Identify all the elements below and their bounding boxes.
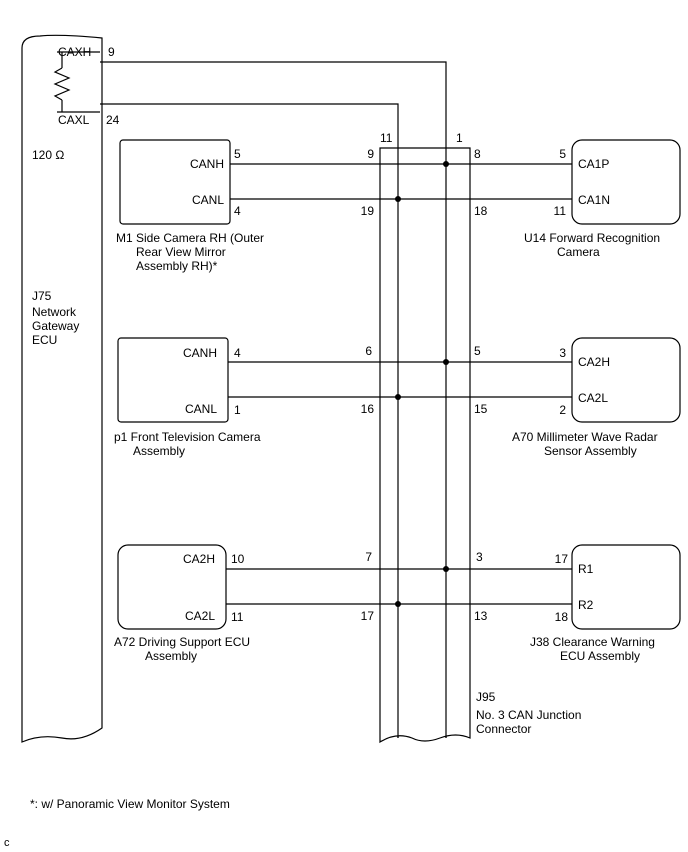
clearance-warning-ecu-box [571,544,681,630]
radar-ca2l-label: CA2L [578,391,608,405]
gateway-name-line-2: Gateway [32,319,79,333]
front-camera-canh-label: CANH [183,346,217,360]
front-camera-canl-pin: 1 [234,403,241,417]
driving-support-ca2h-label: CA2H [183,552,215,566]
gateway-caxl-pin: 24 [106,113,120,127]
clearance-r1-label: R1 [578,562,594,576]
front-camera-canl-label: CANL [185,402,217,416]
gateway-caxh-pin: 9 [108,45,115,59]
clearance-name-line-2: ECU Assembly [560,649,640,663]
splice-dot [443,359,449,365]
driving-support-ecu-box [117,544,227,630]
junction-name-line-2: Connector [476,722,531,736]
junction-pin-15: 15 [474,402,488,416]
junction-pin-13: 13 [474,609,488,623]
splice-dot [395,196,401,202]
front-television-camera-box [117,337,229,423]
side-camera-canh-label: CANH [190,157,224,171]
front-camera-name-line-2: Assembly [133,444,185,458]
front-camera-canh-pin: 4 [234,346,241,360]
side-camera-name-line-1: M1 Side Camera RH (Outer [116,231,264,245]
splice-dot [443,566,449,572]
millimeter-wave-radar-box [571,337,681,423]
junction-pin-17: 17 [361,609,375,623]
junction-pin-19: 19 [361,204,375,218]
radar-ca2h-pin: 3 [559,346,566,360]
junction-pin-6: 6 [365,344,372,358]
side-camera-name-line-3: Assembly RH)* [136,259,218,273]
driving-support-ca2l-label: CA2L [185,609,215,623]
forward-camera-name-line-1: U14 Forward Recognition [524,231,660,245]
gateway-code: J75 [32,289,52,303]
radar-name-line-1: A70 Millimeter Wave Radar [512,430,658,444]
splice-dot [443,161,449,167]
side-camera-canl-label: CANL [192,193,224,207]
side-camera-rh-box [119,139,231,225]
side-camera-canl-pin: 4 [234,204,241,218]
gateway-ecu-body [21,34,103,743]
junction-pin-16: 16 [361,402,375,416]
clearance-r2-pin: 18 [555,610,569,624]
gateway-name-line-3: ECU [32,333,57,347]
footnote: *: w/ Panoramic View Monitor System [30,797,230,811]
forward-camera-name-line-2: Camera [557,245,600,259]
radar-ca2h-label: CA2H [578,355,610,369]
junction-pin-5: 5 [474,344,481,358]
driving-support-ca2l-pin: 11 [231,610,244,624]
forward-camera-ca1n-label: CA1N [578,193,610,207]
junction-pin-7: 7 [365,550,372,564]
radar-ca2l-pin: 2 [559,403,566,417]
resistance-value: 120 Ω [32,148,64,162]
driving-support-name-line-2: Assembly [145,649,197,663]
clearance-r1-pin: 17 [555,552,569,566]
junction-code: J95 [476,690,496,704]
junction-top-pin-left: 11 [380,131,393,145]
junction-top-pin-right: 1 [456,131,463,145]
forward-camera-ca1p-pin: 5 [559,147,566,161]
driving-support-ca2h-pin: 10 [231,552,245,566]
junction-pin-3: 3 [476,550,483,564]
terminating-resistor-icon [53,51,100,113]
driving-support-name-line-1: A72 Driving Support ECU [114,635,250,649]
gateway-name-line-1: Network [32,305,77,319]
radar-name-line-2: Sensor Assembly [544,444,637,458]
corner-mark: c [4,837,10,849]
junction-pin-8: 8 [474,147,481,161]
junction-pin-9: 9 [367,147,374,161]
forward-camera-ca1n-pin: 11 [554,204,567,218]
forward-camera-ca1p-label: CA1P [578,157,609,171]
junction-pin-18: 18 [474,204,488,218]
forward-recognition-camera-box [571,139,681,225]
splice-dot [395,394,401,400]
front-camera-name-line-1: p1 Front Television Camera [114,430,261,444]
gateway-caxh-label: CAXH [58,45,91,59]
junction-name-line-1: No. 3 CAN Junction [476,708,581,722]
gateway-caxl-label: CAXL [58,113,90,127]
junction-connector-body [379,147,471,744]
clearance-r2-label: R2 [578,598,594,612]
side-camera-canh-pin: 5 [234,147,241,161]
clearance-name-line-1: J38 Clearance Warning [530,635,655,649]
side-camera-name-line-2: Rear View Mirror [136,245,226,259]
splice-dot [395,601,401,607]
